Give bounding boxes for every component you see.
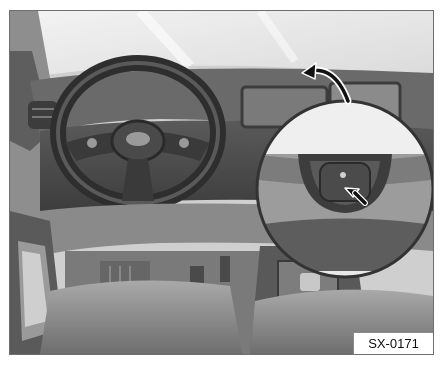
figure-code: SX-0171 — [353, 332, 433, 354]
driver-seat — [40, 281, 242, 354]
car-interior-illustration — [10, 11, 433, 354]
illustration-frame: SX-0171 — [9, 10, 434, 355]
sos-button — [340, 172, 346, 178]
